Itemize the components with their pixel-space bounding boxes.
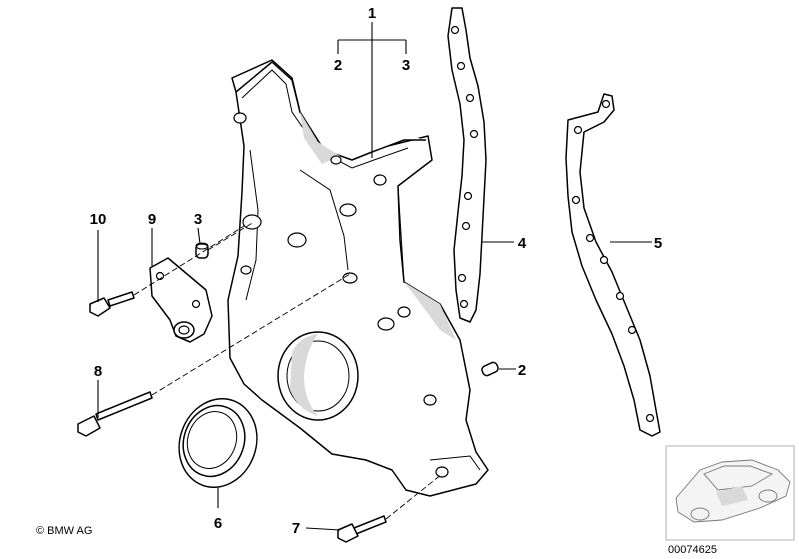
shaft-seal-part-6[interactable] [167,388,269,499]
gasket-part-5[interactable] [565,93,661,437]
bracket-part-9[interactable] [149,257,213,343]
callout-10: 10 [90,211,107,228]
dowel-pin-part-2[interactable] [481,361,500,377]
copyright-text: © BMW AG [36,525,92,537]
callout-1: 1 [368,5,376,22]
bolt-part-8[interactable] [77,391,153,437]
callout-9: 9 [148,211,156,228]
callout-6: 6 [214,515,222,532]
timing-case-cover[interactable] [227,59,489,497]
callout-4: 4 [518,235,527,252]
bolt-part-10[interactable] [89,291,135,317]
leader-lines [97,22,652,531]
callout-3-pin: 3 [194,211,202,228]
bolt-part-7[interactable] [337,515,387,543]
callout-2-top: 2 [334,57,342,74]
callout-5: 5 [654,235,662,252]
callout-2-pin: 2 [518,362,526,379]
car-outline-icon [665,445,795,541]
callout-labels: 1 2 3 4 5 2 6 7 8 9 3 10 [90,5,663,537]
gasket-part-4[interactable] [447,7,487,323]
callout-3-top: 3 [402,57,410,74]
callout-8: 8 [94,363,102,380]
diagram-number: 00074625 [668,544,717,556]
callout-7: 7 [292,520,300,537]
assembly-lines [133,221,443,520]
dowel-pin-part-3[interactable] [195,242,209,259]
